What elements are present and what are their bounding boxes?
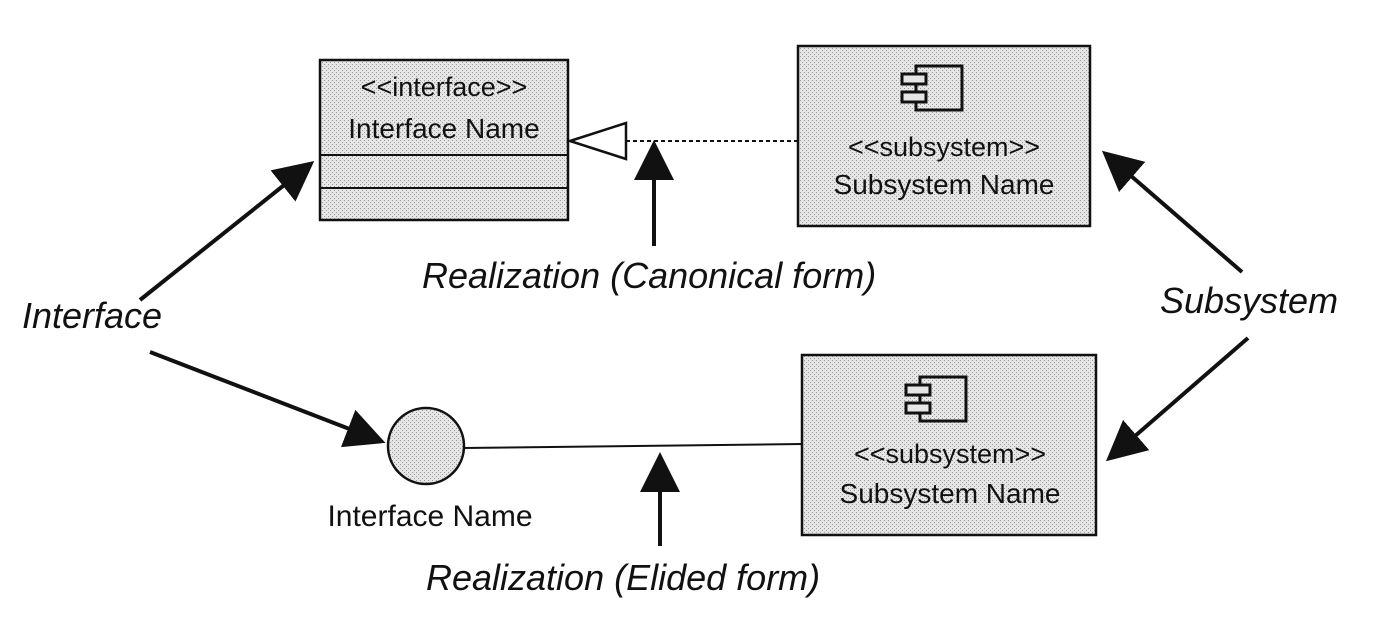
subsystem-bottom-name: Subsystem Name — [840, 478, 1061, 509]
subsystem-bottom-box: <<subsystem>> Subsystem Name — [800, 353, 1098, 537]
interface-class-name: Interface Name — [348, 113, 539, 144]
interface-lollipop — [386, 406, 803, 486]
subsystem-top-box: <<subsystem>> Subsystem Name — [796, 44, 1092, 228]
arrow-interface-to-class — [138, 161, 315, 302]
arrow-subsystem-to-bottom — [1105, 336, 1250, 462]
interface-class-box: <<interface>> Interface Name — [318, 58, 570, 222]
subsystem-bottom-stereotype: <<subsystem>> — [854, 439, 1046, 469]
callout-realization-elided: Realization (Elided form) — [426, 557, 820, 598]
callout-subsystem: Subsystem — [1160, 280, 1338, 321]
component-icon — [900, 64, 964, 112]
arrow-subsystem-to-top — [1101, 150, 1244, 274]
callout-interface: Interface — [22, 295, 162, 336]
subsystem-top-stereotype: <<subsystem>> — [848, 132, 1040, 162]
subsystem-top-name: Subsystem Name — [834, 169, 1055, 200]
lollipop-interface-label: Interface Name — [327, 500, 532, 533]
arrow-interface-to-lollipop — [149, 350, 386, 448]
realization-canonical-connector — [565, 121, 800, 161]
component-icon — [904, 375, 968, 423]
callout-realization-canonical: Realization (Canonical form) — [422, 255, 876, 296]
interface-stereotype: <<interface>> — [361, 72, 528, 102]
callout-arrows — [138, 140, 1250, 546]
